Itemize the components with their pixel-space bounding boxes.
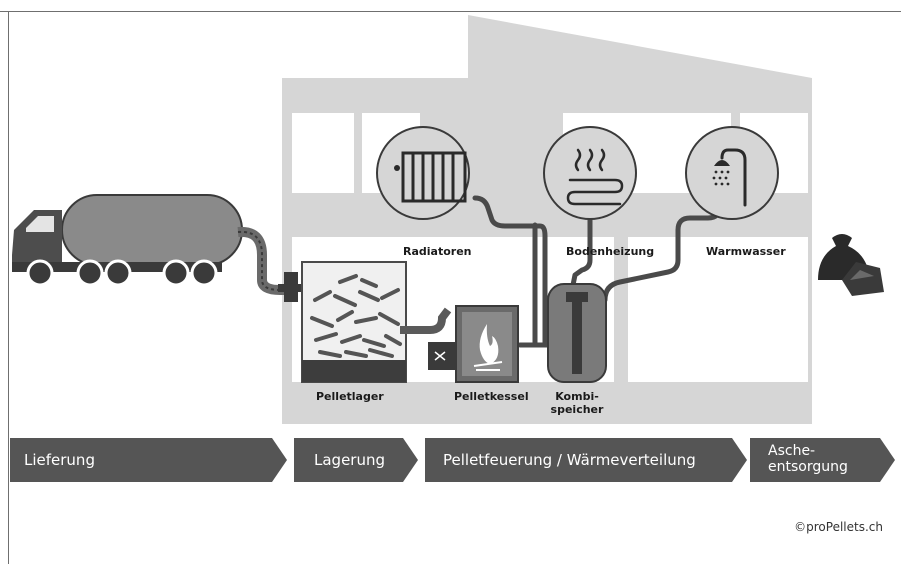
stage-lagerung-shape: [294, 438, 418, 482]
truck-icon: [12, 194, 304, 302]
label-warmwasser: Warmwasser: [706, 245, 786, 258]
stage-feuerung-label: Pelletfeuerung / Wärmeverteilung: [443, 451, 696, 469]
label-pelletlager: Pelletlager: [316, 390, 384, 403]
label-kombispeicher: Kombi- speicher: [548, 390, 606, 416]
stage-lagerung-label: Lagerung: [314, 451, 386, 469]
label-pelletkessel: Pelletkessel: [454, 390, 529, 403]
stage-asche-shape: [750, 438, 895, 482]
storage-tank-icon: [547, 283, 607, 383]
stage-feuerung-shape: [425, 438, 747, 482]
copyright-text: ©proPellets.ch: [794, 520, 883, 534]
room-right: [628, 237, 808, 382]
stage-asche-line1: Asche-: [768, 443, 816, 459]
label-kombispeicher-line2: speicher: [550, 403, 604, 416]
pellet-pile-icon: [301, 261, 452, 383]
frame-left-border: [8, 11, 9, 564]
pipe-radiator-loop: [472, 195, 548, 348]
stage-lieferung-label: Lieferung: [24, 451, 95, 469]
ash-bag-icon: [818, 234, 884, 296]
pipe-water-loop: [602, 202, 723, 303]
stage-lieferung-shape: [10, 438, 287, 482]
pipe-floor-loop: [569, 210, 593, 293]
floor-heating-icon: [543, 126, 637, 220]
label-radiatoren: Radiatoren: [403, 245, 472, 258]
heating-pipes: [472, 195, 723, 348]
window-1: [292, 113, 354, 193]
label-bodenheizung: Bodenheizung: [566, 245, 655, 258]
radiator-icon: [376, 126, 470, 220]
frame-top-border: [0, 11, 901, 12]
stage-asche-label: Asche- entsorgung: [768, 443, 848, 475]
label-kombispeicher-line1: Kombi-: [555, 390, 599, 403]
stage-asche-line2: entsorgung: [768, 459, 848, 475]
stage-bar: [10, 438, 895, 482]
boiler-flame-icon: [428, 305, 519, 383]
shower-icon: [685, 126, 779, 220]
